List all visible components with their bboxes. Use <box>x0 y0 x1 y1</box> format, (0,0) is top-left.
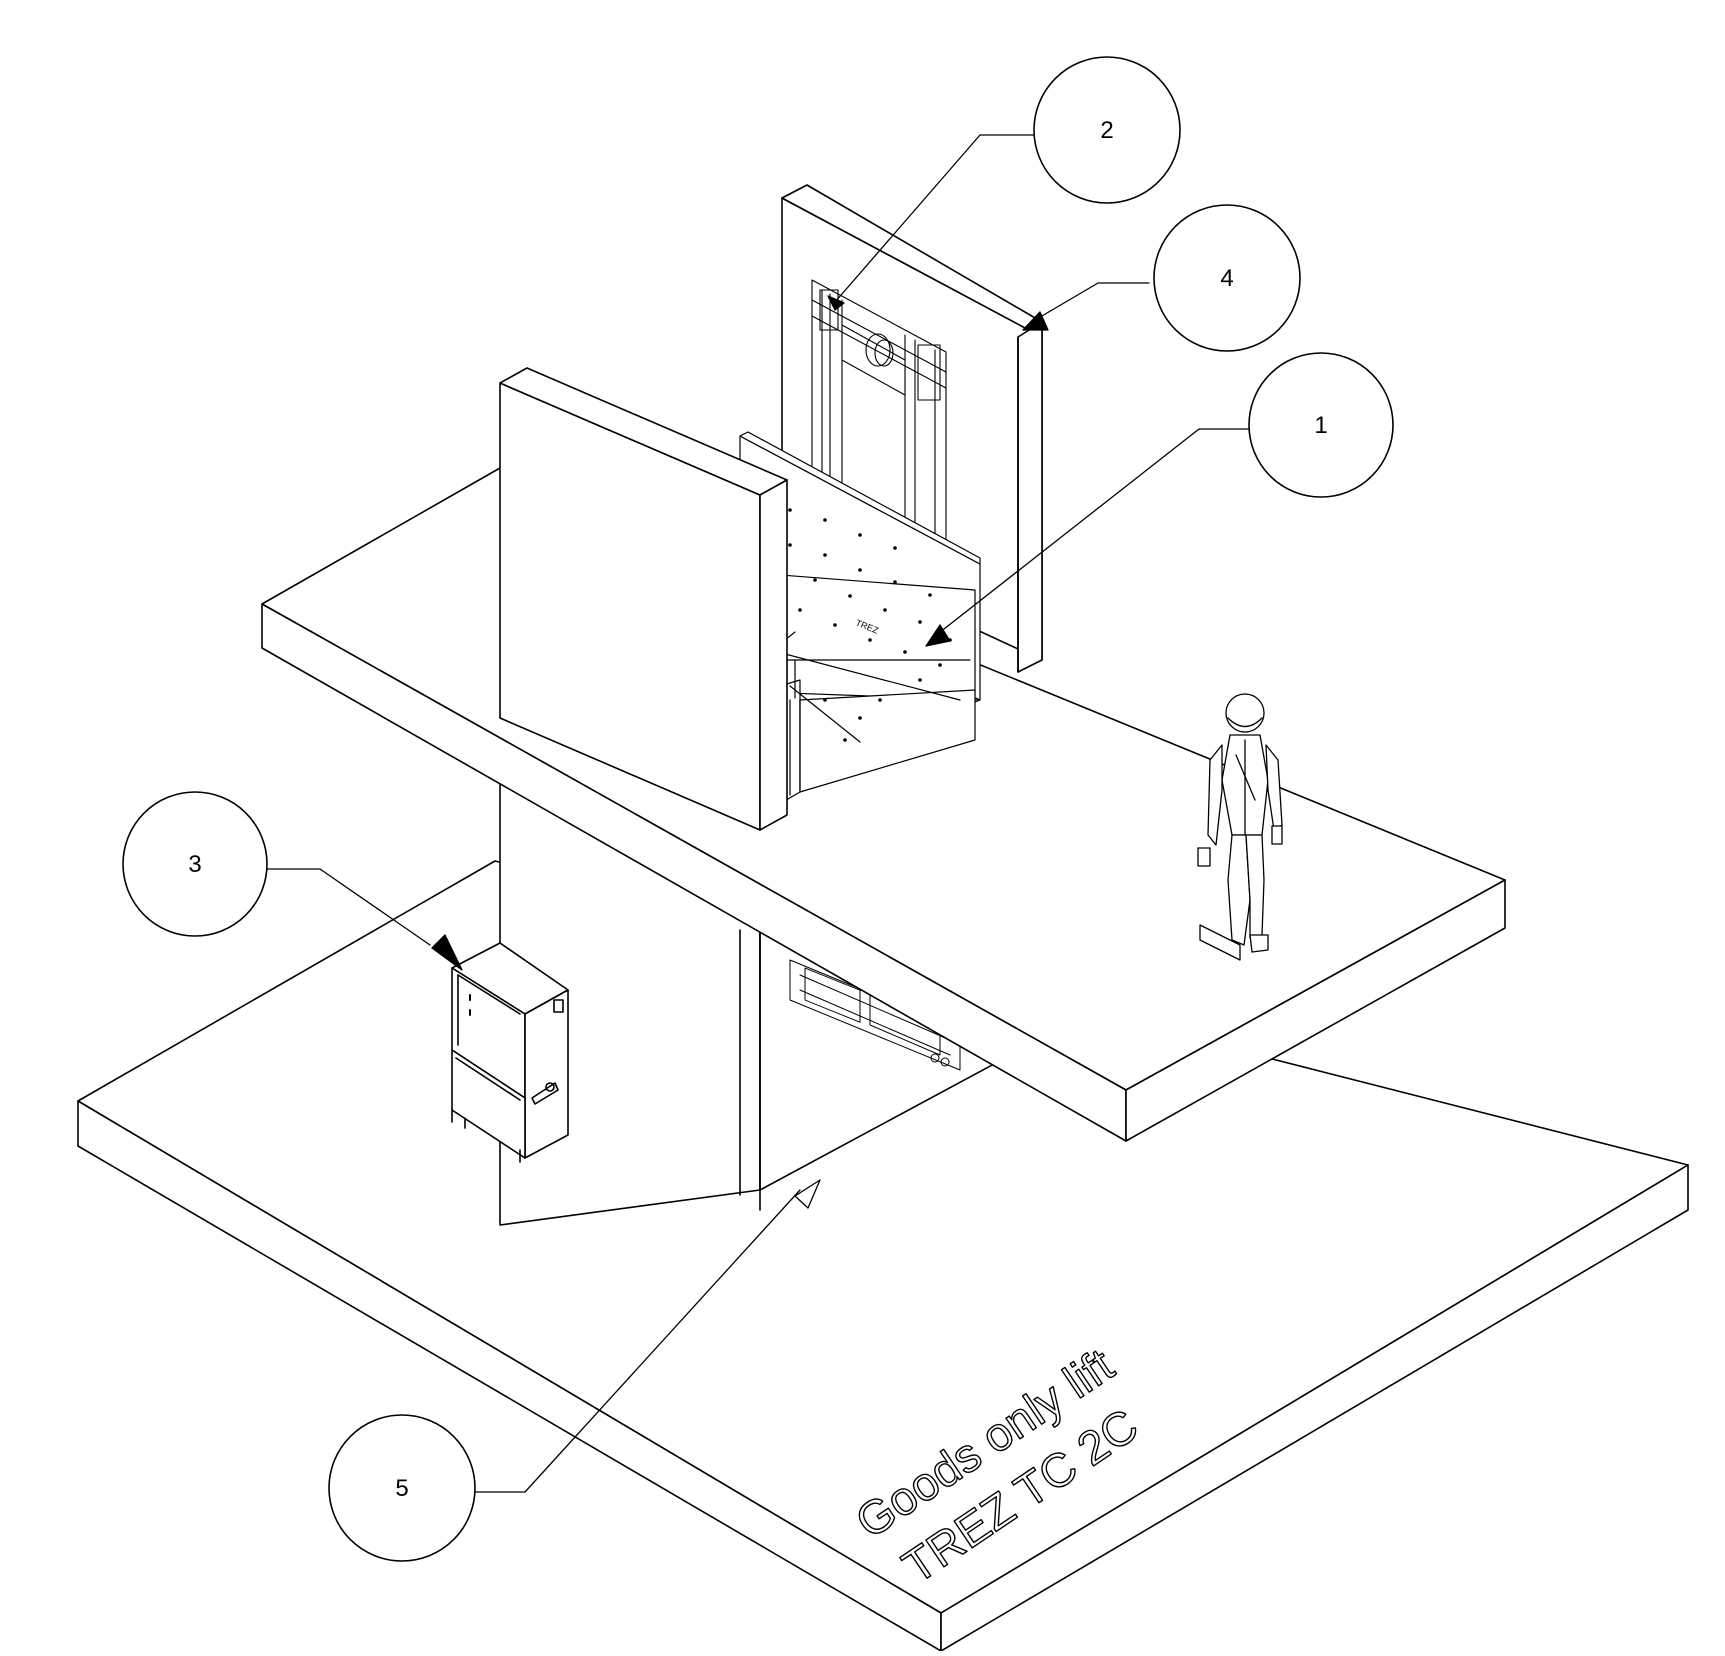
callout-4: 4 <box>1153 204 1301 352</box>
callout-1: 1 <box>1248 352 1394 498</box>
callout-label-5: 5 <box>395 1475 408 1502</box>
door-rivets <box>788 508 952 742</box>
callout-label-2: 2 <box>1100 117 1113 144</box>
front-wall-panel <box>499 367 788 831</box>
callout-3: 3 <box>122 791 268 937</box>
callout-label-1: 1 <box>1314 412 1327 439</box>
callout-label-3: 3 <box>188 851 201 878</box>
callout-5: 5 <box>328 1414 476 1562</box>
control-cabinet <box>451 942 569 1163</box>
callout-2: 2 <box>1033 56 1181 204</box>
callout-label-4: 4 <box>1220 265 1233 292</box>
person-figure <box>1197 693 1283 961</box>
leader-lines <box>261 134 1251 1493</box>
